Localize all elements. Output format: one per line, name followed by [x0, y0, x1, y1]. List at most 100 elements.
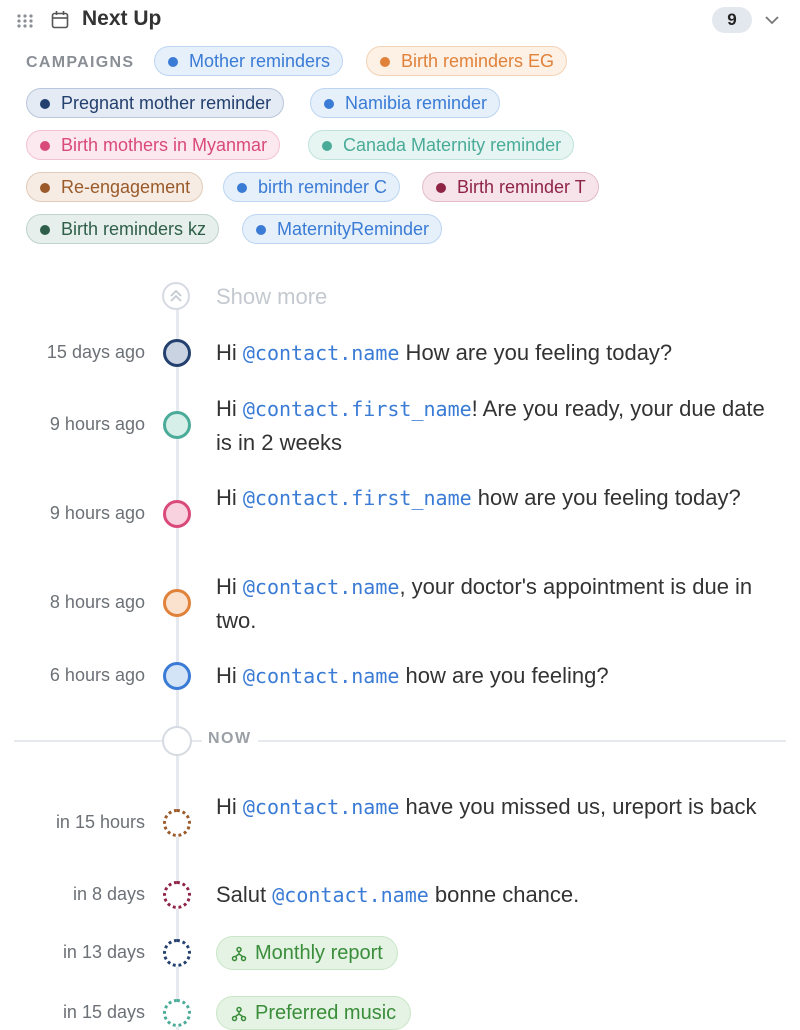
campaign-pill[interactable]: birth reminder C [223, 172, 401, 202]
message-fragment: , your doctor's appointment is due in tw… [216, 574, 753, 633]
message-fragment: Hi [216, 485, 243, 510]
message-fragment: how are you feeling today? [471, 485, 741, 510]
campaign-list: CAMPAIGNS Mother reminders Birth reminde… [26, 46, 599, 256]
campaign-pill-label: Birth mothers in Myanmar [61, 135, 268, 155]
flow-label: Preferred music [255, 1002, 397, 1024]
campaign-pill-label: MaternityReminder [277, 219, 430, 239]
now-label: NOW [202, 730, 258, 748]
campaign-color-dot [40, 141, 50, 151]
message-fragment: How are you feeling today? [399, 340, 673, 365]
campaign-pill-label: Re-engagement [61, 177, 191, 197]
scheduled-event-node [163, 999, 191, 1027]
campaign-pill-label: Pregnant mother reminder [61, 93, 272, 113]
count-badge: 9 [712, 7, 752, 33]
scheduled-event-node [163, 881, 191, 909]
message-fragment: bonne chance. [428, 882, 580, 907]
campaign-pill[interactable]: Birth reminders EG [366, 46, 568, 76]
campaign-color-dot [380, 57, 390, 67]
flow-pill[interactable]: Monthly report [216, 936, 398, 970]
campaign-pill[interactable]: Re-engagement [26, 172, 204, 202]
contact-variable: @contact.name [242, 795, 400, 819]
flow-icon [231, 1006, 247, 1022]
timeline-event: 15 days ago Hi @contact.name How are you … [0, 336, 800, 370]
flow-pill[interactable]: Preferred music [216, 996, 412, 1030]
campaign-pill[interactable]: Birth reminders kz [26, 214, 220, 244]
message-text: Hi @contact.name, your doctor's appointm… [216, 570, 776, 637]
campaign-pill[interactable]: Birth mothers in Myanmar [26, 130, 281, 160]
message-fragment: how are you feeling? [399, 663, 609, 688]
campaign-color-dot [256, 225, 266, 235]
campaign-pill[interactable]: Namibia reminder [310, 88, 501, 118]
sent-event-node [163, 589, 191, 617]
message-fragment: Hi [216, 396, 243, 421]
message-fragment: Hi [216, 574, 243, 599]
message-text: Salut @contact.name bonne chance. [216, 878, 776, 912]
event-time: in 13 days [62, 942, 145, 962]
double-chevron-up-icon [170, 289, 182, 302]
flow-label: Monthly report [255, 942, 383, 964]
campaign-color-dot [40, 225, 50, 235]
campaign-pill[interactable]: Canada Maternity reminder [308, 130, 575, 160]
campaign-row: Birth reminders kz MaternityReminder [26, 214, 596, 246]
event-time: 9 hours ago [49, 414, 145, 434]
message-fragment: Hi [216, 794, 243, 819]
timeline-event: in 13 days Monthly report [0, 936, 800, 970]
sent-event-node [163, 339, 191, 367]
event-time: in 15 hours [55, 812, 145, 832]
campaign-pill-label: Birth reminder T [457, 177, 586, 197]
contact-variable: @contact.name [272, 883, 429, 907]
scheduled-event-node [163, 939, 191, 967]
contact-variable: @contact.first_name [242, 397, 472, 421]
show-more-label: Show more [216, 284, 328, 309]
campaign-row: Birth mothers in Myanmar Canada Maternit… [26, 130, 596, 162]
campaigns-label: CAMPAIGNS [26, 54, 135, 71]
event-time: in 15 days [62, 1002, 145, 1022]
sent-event-node [163, 500, 191, 528]
campaign-pill[interactable]: Birth reminder T [422, 172, 599, 202]
message-fragment: ! Are you ready, your due date is in 2 w… [216, 396, 765, 455]
campaign-pill-label: Birth reminders EG [401, 51, 555, 71]
event-time: 15 days ago [46, 342, 145, 362]
now-marker: NOW [162, 726, 362, 756]
contact-variable: @contact.name [242, 664, 400, 688]
event-time: 6 hours ago [49, 665, 145, 685]
show-more-button[interactable]: Show more [162, 282, 362, 314]
drag-handle-icon[interactable] [16, 13, 34, 29]
campaign-row: CAMPAIGNS Mother reminders Birth reminde… [26, 46, 596, 78]
event-time: in 8 days [72, 884, 145, 904]
campaign-color-dot [322, 141, 332, 151]
campaign-pill-label: Canada Maternity reminder [343, 135, 562, 155]
timeline-event: 6 hours ago Hi @contact.name how are you … [0, 659, 800, 693]
contact-variable: @contact.name [242, 341, 400, 365]
message-fragment: Hi [216, 663, 243, 688]
event-time: 9 hours ago [49, 503, 145, 523]
chevron-down-icon[interactable] [764, 13, 780, 27]
message-text: Hi @contact.name how are you feeling? [216, 659, 776, 693]
scheduled-event-node [163, 809, 191, 837]
timeline-event: in 15 hours Hi @contact.name have you mis… [0, 790, 800, 856]
page-title: Next Up [82, 7, 162, 30]
sent-event-node [163, 411, 191, 439]
now-divider [14, 740, 786, 742]
campaign-color-dot [40, 99, 50, 109]
campaign-color-dot [324, 99, 334, 109]
campaign-color-dot [168, 57, 178, 67]
message-text: Hi @contact.name have you missed us, ure… [216, 790, 776, 824]
event-time: 8 hours ago [49, 592, 145, 612]
timeline-event: in 8 days Salut @contact.name bonne chanc… [0, 878, 800, 912]
message-fragment: Salut [216, 882, 273, 907]
campaign-color-dot [40, 183, 50, 193]
campaign-pill[interactable]: Pregnant mother reminder [26, 88, 285, 118]
message-text: Hi @contact.first_name! Are you ready, y… [216, 392, 776, 459]
campaign-pill-label: Mother reminders [189, 51, 331, 71]
campaign-pill[interactable]: Mother reminders [154, 46, 344, 76]
campaign-pill-label: birth reminder C [258, 177, 388, 197]
campaign-color-dot [237, 183, 247, 193]
campaign-color-dot [436, 183, 446, 193]
campaign-row: Re-engagement birth reminder C Birth rem… [26, 172, 599, 204]
message-text: Hi @contact.name How are you feeling tod… [216, 336, 776, 370]
timeline-event: 9 hours ago Hi @contact.first_name! Are y… [0, 392, 800, 458]
campaign-pill[interactable]: MaternityReminder [242, 214, 443, 244]
campaign-pill-label: Namibia reminder [345, 93, 488, 113]
